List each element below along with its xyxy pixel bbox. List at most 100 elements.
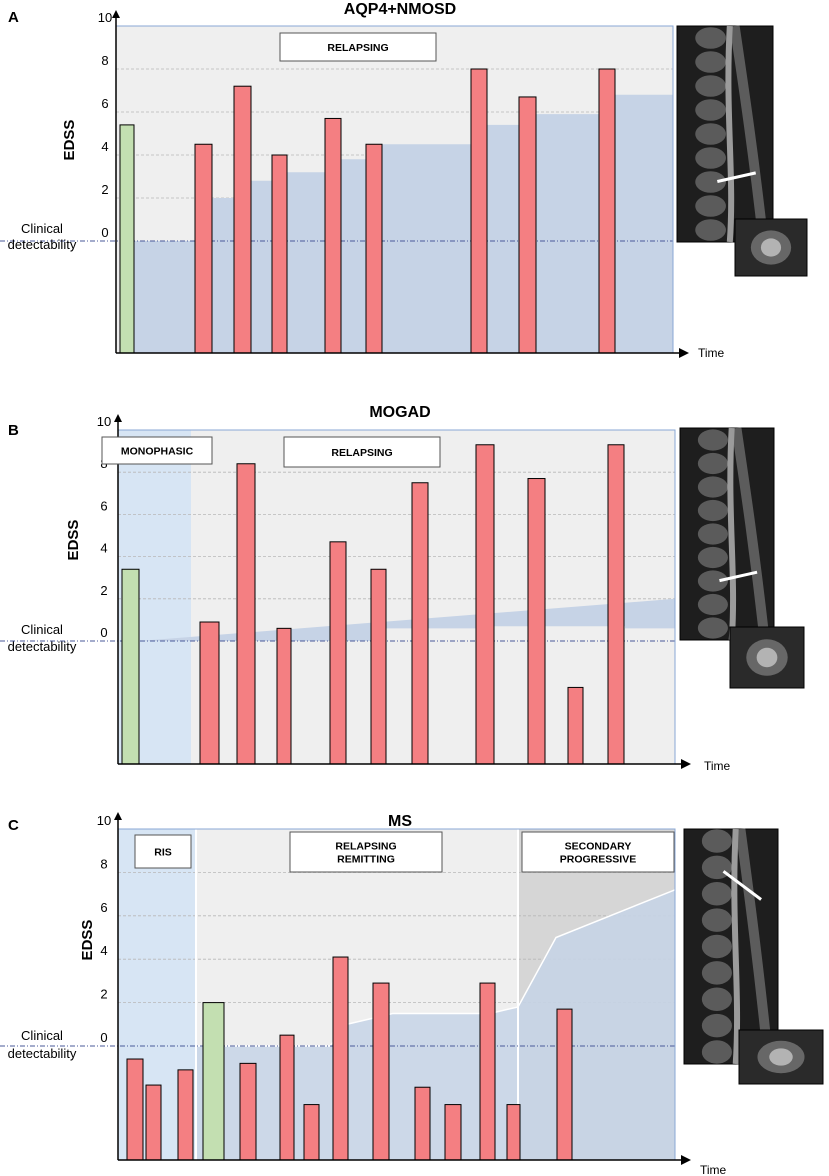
mri-vertebra	[695, 99, 726, 121]
y-tick-label: 0	[101, 225, 108, 240]
mri-vertebra	[695, 51, 726, 73]
panel-title: AQP4+NMOSD	[344, 1, 456, 18]
x-axis-arrow	[679, 348, 689, 358]
relapse-bar	[365, 143, 383, 354]
relapse-bar	[370, 568, 387, 765]
y-tick-label: 8	[100, 856, 107, 871]
panel-c: 0246810EDSSTimeClinicaldetectabilityMSCR…	[0, 812, 824, 1176]
mri-vertebra	[697, 617, 728, 639]
detectability-label: Clinical	[21, 1028, 63, 1043]
relapse-bar	[527, 478, 546, 765]
mri-slice-marker	[722, 870, 762, 901]
mri-vertebra	[697, 429, 728, 451]
phase-label: PROGRESSIVE	[560, 854, 636, 866]
mri-vertebra	[695, 195, 726, 217]
mri-vertebra	[701, 1013, 732, 1038]
mri-vertebra	[695, 123, 726, 145]
panel-letter: A	[8, 9, 19, 26]
disability-area	[139, 598, 675, 641]
disability-area	[134, 94, 673, 354]
phase-label-box	[279, 32, 437, 62]
y-axis-label: EDSS	[65, 520, 82, 561]
y-tick-label: 6	[100, 498, 107, 513]
relapse-bar	[303, 1104, 320, 1161]
relapse-bar	[414, 1086, 431, 1161]
disability-area	[196, 889, 675, 1160]
mri-vertebra	[695, 75, 726, 97]
mri-vertebra	[697, 523, 728, 545]
relapse-bar	[444, 1104, 462, 1161]
x-axis-arrow	[681, 1155, 691, 1165]
x-axis-arrow	[681, 759, 691, 769]
panel-letter: B	[8, 422, 19, 439]
panel-a: 0246810EDSSTimeClinicaldetectabilityAQP4…	[0, 1, 808, 360]
mri-vertebra	[701, 829, 732, 853]
x-axis-label: Time	[700, 1163, 727, 1176]
relapse-bar	[598, 68, 616, 354]
phase-label: REMITTING	[337, 854, 395, 866]
mri-vertebra	[695, 27, 726, 49]
mri-soft-tissue	[729, 25, 769, 243]
mri-vertebra	[701, 908, 732, 932]
relapse-bar	[276, 627, 292, 765]
y-tick-label: 4	[101, 139, 108, 154]
relapse-bar	[199, 621, 220, 765]
detectability-label: detectability	[8, 1046, 77, 1061]
relapse-bar	[470, 68, 488, 354]
y-tick-label: 6	[101, 96, 108, 111]
relapse-bar	[475, 444, 495, 765]
relapse-bar	[567, 686, 584, 765]
y-tick-label: 0	[100, 1030, 107, 1045]
phase-label-box	[101, 436, 213, 465]
relapse-bar	[324, 117, 342, 354]
mri-vertebra	[695, 171, 726, 193]
ris-event-bar	[177, 1069, 194, 1161]
phase-label-box	[283, 436, 441, 468]
relapse-bar	[239, 1062, 257, 1161]
mri-vertebra	[697, 452, 728, 475]
relapse-bar	[233, 85, 252, 354]
mri-vertebra	[697, 499, 728, 522]
panel-letter: C	[8, 817, 19, 834]
y-tick-label: 2	[100, 987, 107, 1002]
ris-event-bar	[145, 1084, 162, 1161]
y-axis-label: EDSS	[79, 920, 96, 961]
mri-spinal-cord	[731, 828, 741, 1065]
x-axis-label: Time	[698, 346, 725, 360]
y-tick-label: 10	[97, 414, 111, 429]
mri-vertebra	[701, 882, 732, 906]
relapse-bar	[372, 982, 390, 1161]
y-tick-label: 8	[101, 53, 108, 68]
relapse-bar	[518, 96, 537, 354]
relapse-bar	[194, 143, 213, 354]
y-axis-arrow	[114, 414, 122, 422]
x-axis-label: Time	[704, 759, 731, 773]
y-tick-label: 4	[100, 541, 107, 556]
detectability-label: Clinical	[21, 622, 63, 637]
mri-vertebra	[695, 219, 726, 241]
mri-vertebra	[697, 570, 728, 592]
first-event-bar	[121, 568, 140, 765]
relapse-bar	[506, 1104, 521, 1161]
phase-label-box	[134, 834, 192, 869]
mri-vertebra	[695, 147, 726, 169]
panel-title: MOGAD	[369, 404, 430, 421]
mri-spinal-cord	[725, 25, 735, 243]
panel-b: 0246810EDSSTimeClinicaldetectabilityMOGA…	[0, 404, 805, 773]
first-event-bar	[202, 1002, 225, 1161]
phase-label: RELAPSING	[327, 42, 388, 54]
relapse-bar	[332, 956, 349, 1161]
phase-label-box	[289, 831, 443, 873]
phase-label-box	[521, 831, 675, 873]
mri-axial-lesion	[769, 1048, 793, 1066]
y-tick-label: 10	[97, 813, 111, 828]
relapse-bar	[236, 463, 256, 765]
panel-title: MS	[388, 813, 412, 830]
detectability-label: detectability	[8, 237, 77, 252]
phase-label: MONOPHASIC	[121, 446, 194, 458]
mri-axial-lesion	[756, 647, 778, 668]
first-event-bar	[119, 124, 135, 354]
relapse-bar	[271, 154, 288, 354]
y-axis-arrow	[112, 10, 120, 18]
